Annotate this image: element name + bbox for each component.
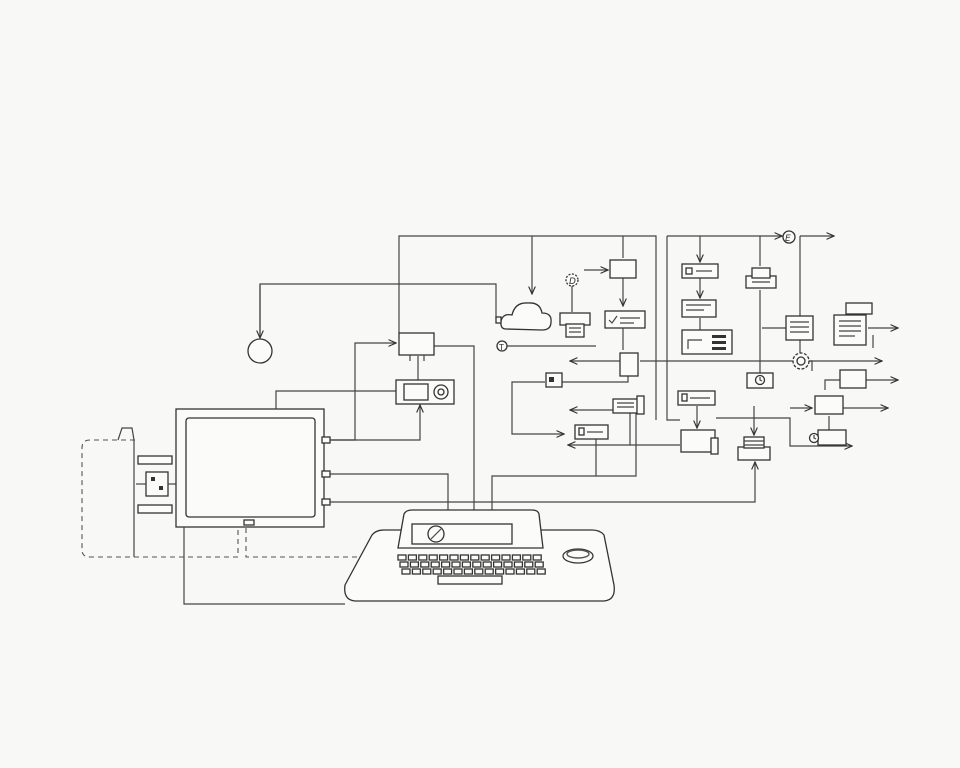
circle-node-icon xyxy=(247,338,273,364)
keyboard-key xyxy=(524,561,534,568)
monitor-icon xyxy=(814,369,867,415)
keyboard-key xyxy=(511,554,522,561)
keyboard-key xyxy=(449,554,459,561)
document-icon xyxy=(785,315,814,341)
keyboard-key xyxy=(522,554,532,561)
keyboard-key xyxy=(420,561,430,568)
keyboard-key xyxy=(442,568,453,575)
server-icon xyxy=(619,352,639,377)
cloud-icon xyxy=(495,302,552,331)
monitor-icon xyxy=(175,408,331,528)
keyboard-key xyxy=(472,561,482,568)
server-icon xyxy=(398,332,435,361)
keyboard-key xyxy=(440,561,451,568)
keyboard-spacebar xyxy=(437,575,503,585)
keyboard-key xyxy=(526,568,536,575)
document-icon xyxy=(612,395,645,415)
keyboard-key xyxy=(470,554,480,561)
keyboard-key xyxy=(399,561,409,568)
keyboard-key xyxy=(438,554,449,561)
document-icon xyxy=(574,424,609,440)
keyboard-key xyxy=(503,561,513,568)
keyboard-key xyxy=(409,561,420,568)
keyboard-key xyxy=(407,554,418,561)
keyboard-key xyxy=(484,568,494,575)
keyboard-key xyxy=(418,554,428,561)
connector-lines xyxy=(511,361,882,476)
monitor-icon xyxy=(680,429,719,455)
document-icon xyxy=(833,302,873,346)
node-e: E xyxy=(782,230,796,244)
trackball-icon xyxy=(562,548,594,564)
dashed-cable-enclosure xyxy=(81,427,239,558)
keyboard-key xyxy=(490,554,501,561)
clock-icon xyxy=(808,429,847,446)
keyboard-key xyxy=(532,554,542,561)
keyboard-key xyxy=(411,568,422,575)
keyboard-key xyxy=(451,561,461,568)
printer-icon xyxy=(745,267,777,289)
connector-lines xyxy=(183,235,755,605)
keyboard-key xyxy=(482,561,492,568)
keyboard-key xyxy=(536,568,546,575)
keyboard-key xyxy=(480,554,490,561)
server-icon xyxy=(584,236,637,306)
keyboard-key xyxy=(459,554,470,561)
clock-icon xyxy=(746,372,774,389)
keyboard-key xyxy=(453,568,463,575)
document-icon xyxy=(545,372,563,388)
node-t: T xyxy=(496,340,508,352)
keyboard-key xyxy=(397,554,407,561)
document-icon xyxy=(681,299,717,318)
gear-icon xyxy=(792,352,810,370)
keyboard-key xyxy=(505,568,515,575)
checklist-icon xyxy=(604,310,646,350)
chip-icon xyxy=(136,455,176,514)
keyboard-icon xyxy=(397,554,546,585)
printer-icon xyxy=(737,436,771,461)
chart-panel-icon xyxy=(681,329,733,355)
keyboard-key xyxy=(494,568,505,575)
node-d: D xyxy=(565,273,579,287)
keyboard-key xyxy=(515,568,526,575)
keyboard-key xyxy=(428,554,438,561)
gear-icon xyxy=(395,379,455,405)
keyboard-key xyxy=(461,561,472,568)
keyboard-key xyxy=(513,561,524,568)
svg-text:E: E xyxy=(785,234,791,244)
keyboard-key xyxy=(422,568,432,575)
keyboard-key xyxy=(474,568,484,575)
document-icon xyxy=(677,390,716,406)
keyboard-key xyxy=(463,568,474,575)
keyboard-key xyxy=(501,554,511,561)
keyboard-key xyxy=(401,568,411,575)
keyboard-key xyxy=(492,561,503,568)
keyboard-key xyxy=(430,561,440,568)
printer-icon xyxy=(559,312,591,338)
keyboard-key xyxy=(432,568,442,575)
keyboard-key xyxy=(534,561,544,568)
document-icon xyxy=(681,263,719,279)
svg-text:D: D xyxy=(569,277,576,287)
svg-text:T: T xyxy=(498,343,504,352)
